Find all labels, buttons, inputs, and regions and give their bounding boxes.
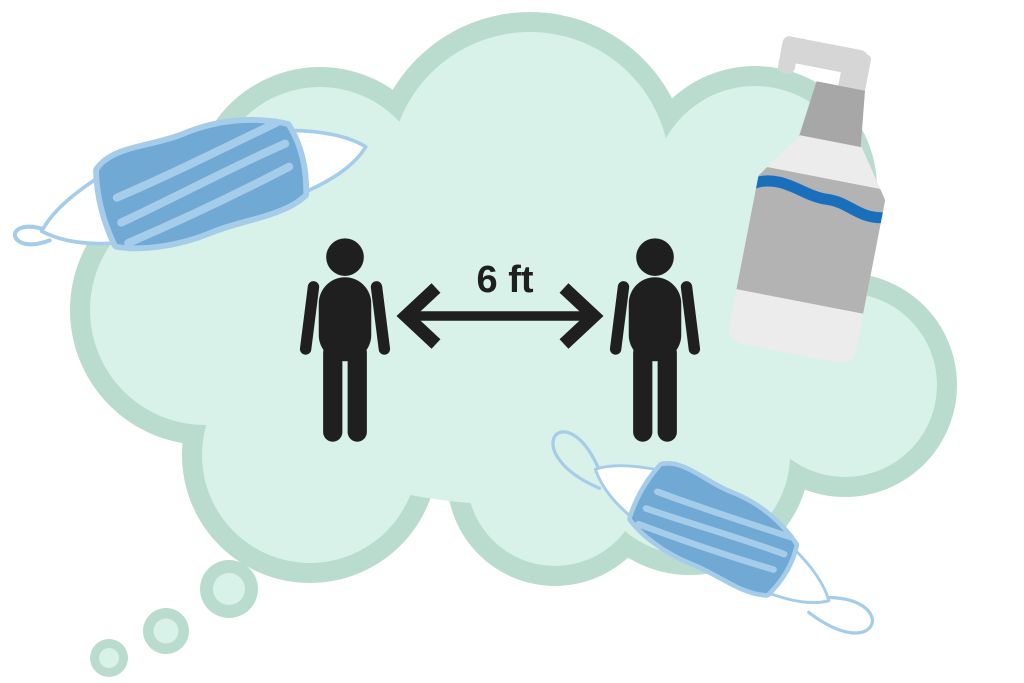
hand-sanitizer-bottle-icon [729, 36, 891, 363]
pump-head [838, 51, 872, 95]
mask-strap-loop [13, 224, 52, 247]
label-wave-stripe [747, 175, 891, 224]
distance-arrow-icon [396, 283, 604, 349]
pump-stem [798, 81, 865, 149]
distance-label: 6 ft [477, 259, 534, 301]
face-mask-top-left-icon [13, 92, 377, 278]
thought-bubble-trail [90, 560, 258, 677]
arrow-head-right [559, 283, 604, 349]
thought-bubble-dot [143, 608, 189, 654]
mask-strap-loop [551, 430, 602, 490]
bottle-label-group [733, 164, 891, 315]
mask-strap-loop [807, 595, 874, 635]
arrow-head-left [396, 283, 441, 349]
pump-nozzle [778, 36, 800, 74]
thought-bubble-dot [90, 639, 128, 677]
thought-bubble-dot [200, 560, 258, 618]
face-mask-bottom-right-icon [551, 402, 874, 657]
